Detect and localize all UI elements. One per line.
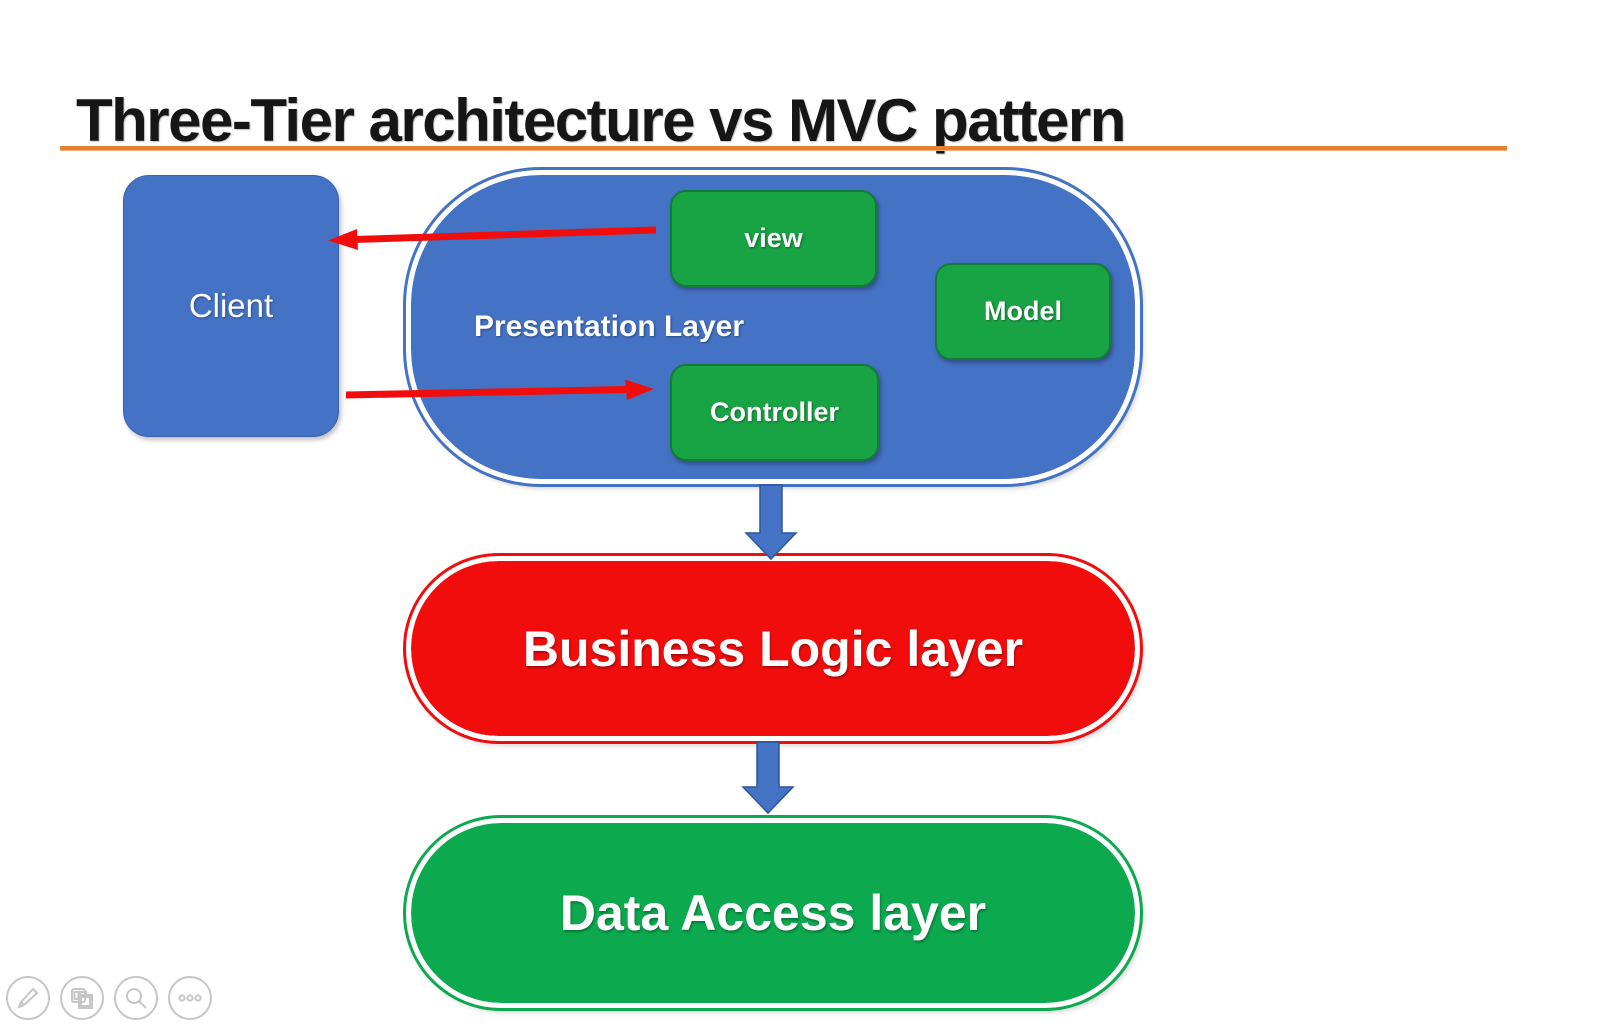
arrow-business-to-data-icon xyxy=(741,741,795,815)
business-logic-stadium: Business Logic layer xyxy=(406,556,1140,741)
controller-label: Controller xyxy=(709,397,839,427)
more-button[interactable] xyxy=(168,976,212,1020)
data-access-label: Data Access layer xyxy=(559,885,987,941)
presentation-layer-label: Presentation Layer xyxy=(473,310,745,343)
ellipsis-icon xyxy=(178,994,202,1002)
copy-slides-icon xyxy=(71,988,93,1009)
controller-box: Controller xyxy=(670,364,879,461)
data-access-stadium: Data Access layer xyxy=(406,818,1140,1008)
arrow-presentation-to-business-icon xyxy=(744,484,798,561)
viewer-controls xyxy=(6,972,236,1024)
pen-button[interactable] xyxy=(6,976,50,1020)
view-box: view xyxy=(670,190,877,287)
copy-slides-button[interactable] xyxy=(60,976,104,1020)
magnifier-icon xyxy=(126,988,147,1009)
slide-title: Three-Tier architecture vs MVC pattern xyxy=(76,87,1126,155)
pen-icon xyxy=(17,987,39,1009)
business-logic-label: Business Logic layer xyxy=(522,620,1024,677)
client-label: Client xyxy=(188,287,274,324)
title-divider-line xyxy=(60,146,1507,151)
model-box: Model xyxy=(935,263,1111,360)
model-label: Model xyxy=(984,296,1062,326)
zoom-button[interactable] xyxy=(114,976,158,1020)
client-box: Client xyxy=(123,175,339,437)
view-label: view xyxy=(744,223,803,253)
